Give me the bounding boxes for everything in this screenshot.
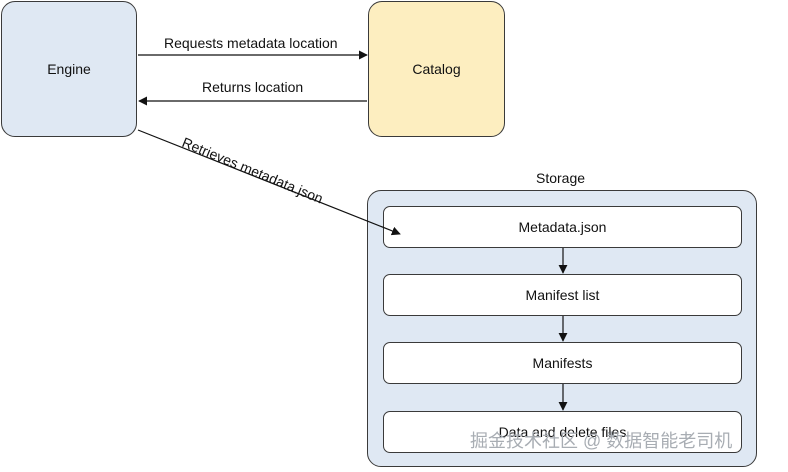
manifests-label: Manifests xyxy=(532,355,593,371)
metadata-json-layer: Metadata.json xyxy=(383,206,742,248)
metadata-json-label: Metadata.json xyxy=(518,219,607,235)
manifests-layer: Manifests xyxy=(383,342,742,384)
returns-label: Returns location xyxy=(202,79,304,95)
storage-title: Storage xyxy=(536,170,586,186)
engine-node: Engine xyxy=(1,1,137,137)
manifest-list-label: Manifest list xyxy=(525,287,600,303)
catalog-node: Catalog xyxy=(368,1,505,137)
catalog-label: Catalog xyxy=(412,61,461,77)
manifest-list-layer: Manifest list xyxy=(383,274,742,316)
watermark-text: 掘金技术社区 @ 数据智能老司机 xyxy=(470,431,733,451)
engine-label: Engine xyxy=(47,61,91,77)
data-delete-files-label: Data and delete files xyxy=(498,424,627,440)
retrieves-arrow xyxy=(137,129,401,236)
requests-label: Requests metadata location xyxy=(164,35,338,51)
data-delete-files-layer: Data and delete files xyxy=(383,411,742,453)
